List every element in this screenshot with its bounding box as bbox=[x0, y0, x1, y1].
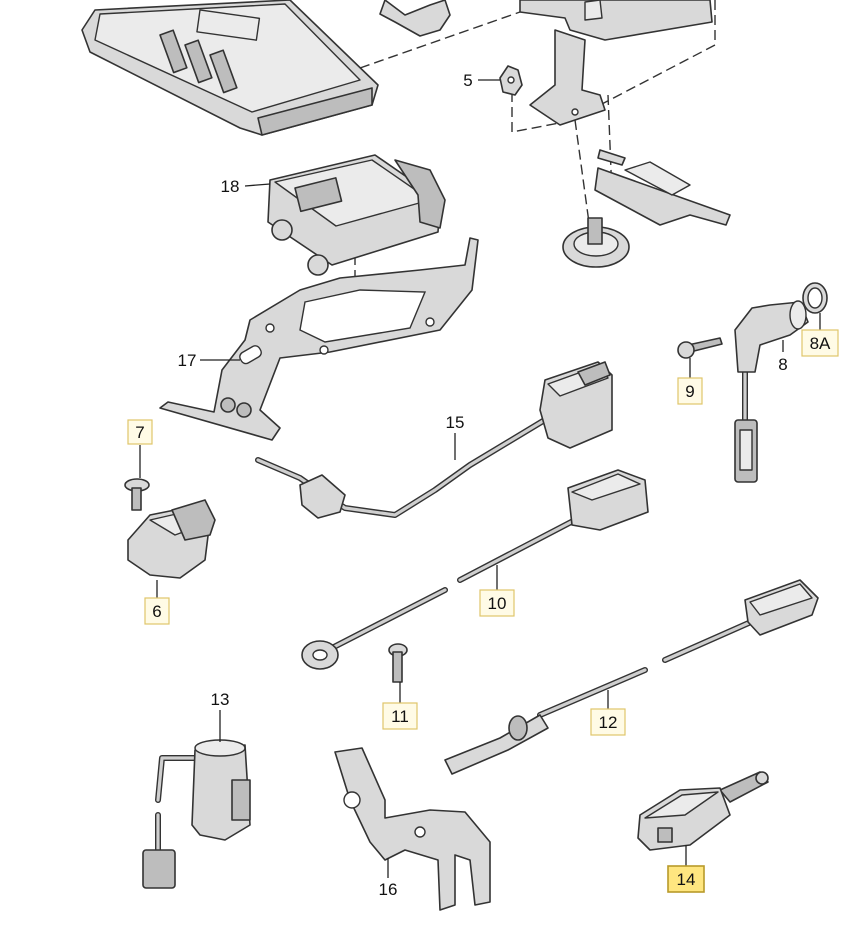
callout-17-text: 17 bbox=[178, 351, 197, 370]
part-8a-o-ring bbox=[802, 282, 828, 314]
callout-15-text: 15 bbox=[446, 413, 465, 432]
part-13-valve bbox=[142, 739, 251, 889]
part-6-sensor bbox=[127, 499, 216, 579]
ground-stud bbox=[562, 217, 630, 268]
callout-14-text: 14 bbox=[677, 870, 696, 889]
part-9-bolt bbox=[677, 337, 723, 359]
mounting-bracket-top bbox=[519, 0, 713, 126]
callout-8: 8 bbox=[778, 355, 787, 374]
callout-14: 14 bbox=[667, 865, 705, 893]
control-unit-housing bbox=[81, 0, 379, 136]
callout-17: 17 bbox=[178, 351, 197, 370]
callout-5-text: 5 bbox=[463, 71, 472, 90]
callout-16-text: 16 bbox=[379, 880, 398, 899]
callout-6: 6 bbox=[144, 597, 170, 625]
callout-11-text: 11 bbox=[391, 707, 409, 726]
callout-18: 18 bbox=[221, 177, 240, 196]
callout-8a-text: 8A bbox=[810, 334, 831, 353]
callout-12-text: 12 bbox=[599, 713, 618, 732]
callout-10: 10 bbox=[479, 589, 515, 617]
part-7-screw bbox=[124, 478, 150, 511]
callout-leader-lines bbox=[139, 79, 821, 878]
part-14-switch bbox=[637, 771, 769, 851]
part-10-knock-sensor bbox=[301, 469, 649, 670]
part-16-bracket bbox=[334, 747, 491, 911]
retaining-clip bbox=[379, 0, 451, 37]
part-17-bracket bbox=[159, 237, 479, 441]
callout-7: 7 bbox=[127, 419, 153, 445]
callout-13-text: 13 bbox=[211, 690, 230, 709]
ground-strap bbox=[594, 149, 731, 226]
callout-8-text: 8 bbox=[778, 355, 787, 374]
callout-9: 9 bbox=[677, 377, 703, 405]
callout-6-text: 6 bbox=[152, 602, 161, 621]
part-5-clip-nut bbox=[499, 65, 523, 96]
part-12-oxygen-sensor bbox=[444, 579, 819, 775]
part-11-bolt bbox=[388, 643, 408, 683]
callout-10-text: 10 bbox=[488, 594, 507, 613]
callout-12: 12 bbox=[590, 708, 626, 736]
part-8-speed-sensor bbox=[734, 300, 809, 483]
callout-7-text: 7 bbox=[135, 423, 144, 442]
callout-11: 11 bbox=[382, 702, 418, 730]
part-15-sensor-cable bbox=[255, 361, 613, 519]
callout-9-text: 9 bbox=[685, 382, 694, 401]
callout-13: 13 bbox=[211, 690, 230, 709]
part-18-control-module bbox=[267, 154, 446, 276]
callout-15: 15 bbox=[446, 413, 465, 432]
callout-18-text: 18 bbox=[221, 177, 240, 196]
callout-5: 5 bbox=[463, 71, 472, 90]
callout-8a: 8A bbox=[801, 329, 839, 357]
callout-16: 16 bbox=[379, 880, 398, 899]
